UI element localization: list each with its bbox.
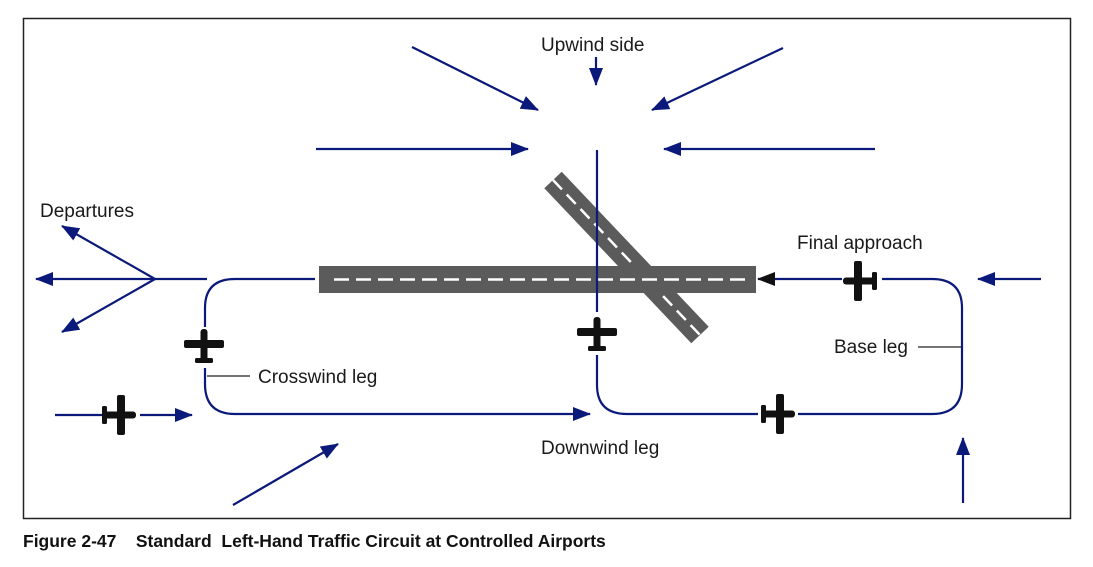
departures-arrows <box>35 225 207 333</box>
aircraft-entry-icon <box>102 395 136 435</box>
label-departures: Departures <box>40 201 134 222</box>
diagonal-runway <box>544 171 709 344</box>
diagram-border <box>22 17 1072 520</box>
main-runway <box>319 266 756 293</box>
label-crosswind-leg: Crosswind leg <box>258 367 377 388</box>
label-base-leg: Base leg <box>834 337 908 358</box>
caption-title: Standard Left-Hand Traffic Circuit at Co… <box>135 531 606 551</box>
label-upwind-side: Upwind side <box>541 35 645 56</box>
aircraft-upwind-icon <box>577 317 617 351</box>
wind-arrows <box>55 46 1041 506</box>
aircraft-crosswind-icon <box>184 329 224 363</box>
right-circuit-path <box>595 150 964 416</box>
figure-caption: Figure 2-47 Standard Left-Hand Traffic C… <box>23 531 606 552</box>
caption-figure-number: Figure 2-47 <box>23 531 117 551</box>
label-final-approach: Final approach <box>797 233 923 254</box>
label-downwind-leg: Downwind leg <box>541 438 659 459</box>
aircraft-downwind-icon <box>761 394 795 434</box>
aircraft-final-icon <box>843 261 877 301</box>
left-circuit-path <box>203 277 591 421</box>
